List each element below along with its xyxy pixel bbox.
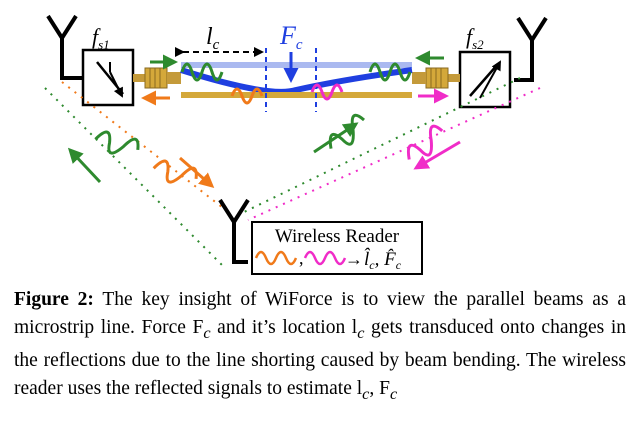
reader-comma: ,	[299, 248, 304, 268]
orange-dotted-path	[61, 81, 233, 216]
left-sma-connector	[133, 67, 181, 89]
figure-label: Figure 2:	[14, 289, 94, 310]
fc-label: Fc	[279, 21, 303, 53]
top-beam-light	[181, 62, 412, 68]
magenta-wave-right	[406, 124, 444, 160]
right-sma-connector	[412, 67, 460, 89]
bottom-beam	[181, 92, 412, 98]
left-antenna-icon	[46, 14, 82, 80]
top-beam-bent	[180, 67, 413, 95]
orange-wave-beam	[230, 87, 264, 105]
green-dotted-path-left	[44, 87, 226, 269]
reader-antenna-icon	[218, 198, 250, 264]
green-dotted-path-right	[239, 77, 521, 215]
right-antenna-icon	[514, 16, 548, 82]
reader-label: Wireless Reader	[275, 226, 400, 247]
green-arrow-diag-right	[313, 122, 359, 154]
green-wave-left	[94, 130, 140, 155]
fs2-label: fs2	[466, 24, 484, 52]
reader-orange-wave	[254, 250, 298, 266]
reader-arrow: →	[345, 249, 363, 269]
green-wave-left-beam	[180, 62, 224, 82]
reader-estimate: l̂c, F̂c	[364, 248, 402, 272]
magenta-dotted-path	[247, 87, 541, 221]
magenta-wave-beam	[310, 83, 344, 101]
figure-caption: Figure 2: The key insight of WiForce is …	[14, 289, 627, 403]
wiforce-diagram: fs1 fs2 lc Fc	[44, 14, 548, 275]
reader-magenta-wave	[303, 250, 347, 266]
orange-arrow-diag	[179, 156, 215, 188]
green-wave-right-beam	[368, 62, 412, 82]
magenta-arrow-diag	[413, 140, 461, 170]
right-switch-box	[458, 50, 512, 109]
green-arrow-diag-left	[67, 147, 102, 184]
left-switch-box	[81, 48, 135, 107]
fs1-label: fs1	[92, 24, 110, 52]
reader-box	[251, 221, 423, 275]
green-wave-right	[328, 113, 366, 149]
lc-label: lc	[206, 24, 220, 53]
